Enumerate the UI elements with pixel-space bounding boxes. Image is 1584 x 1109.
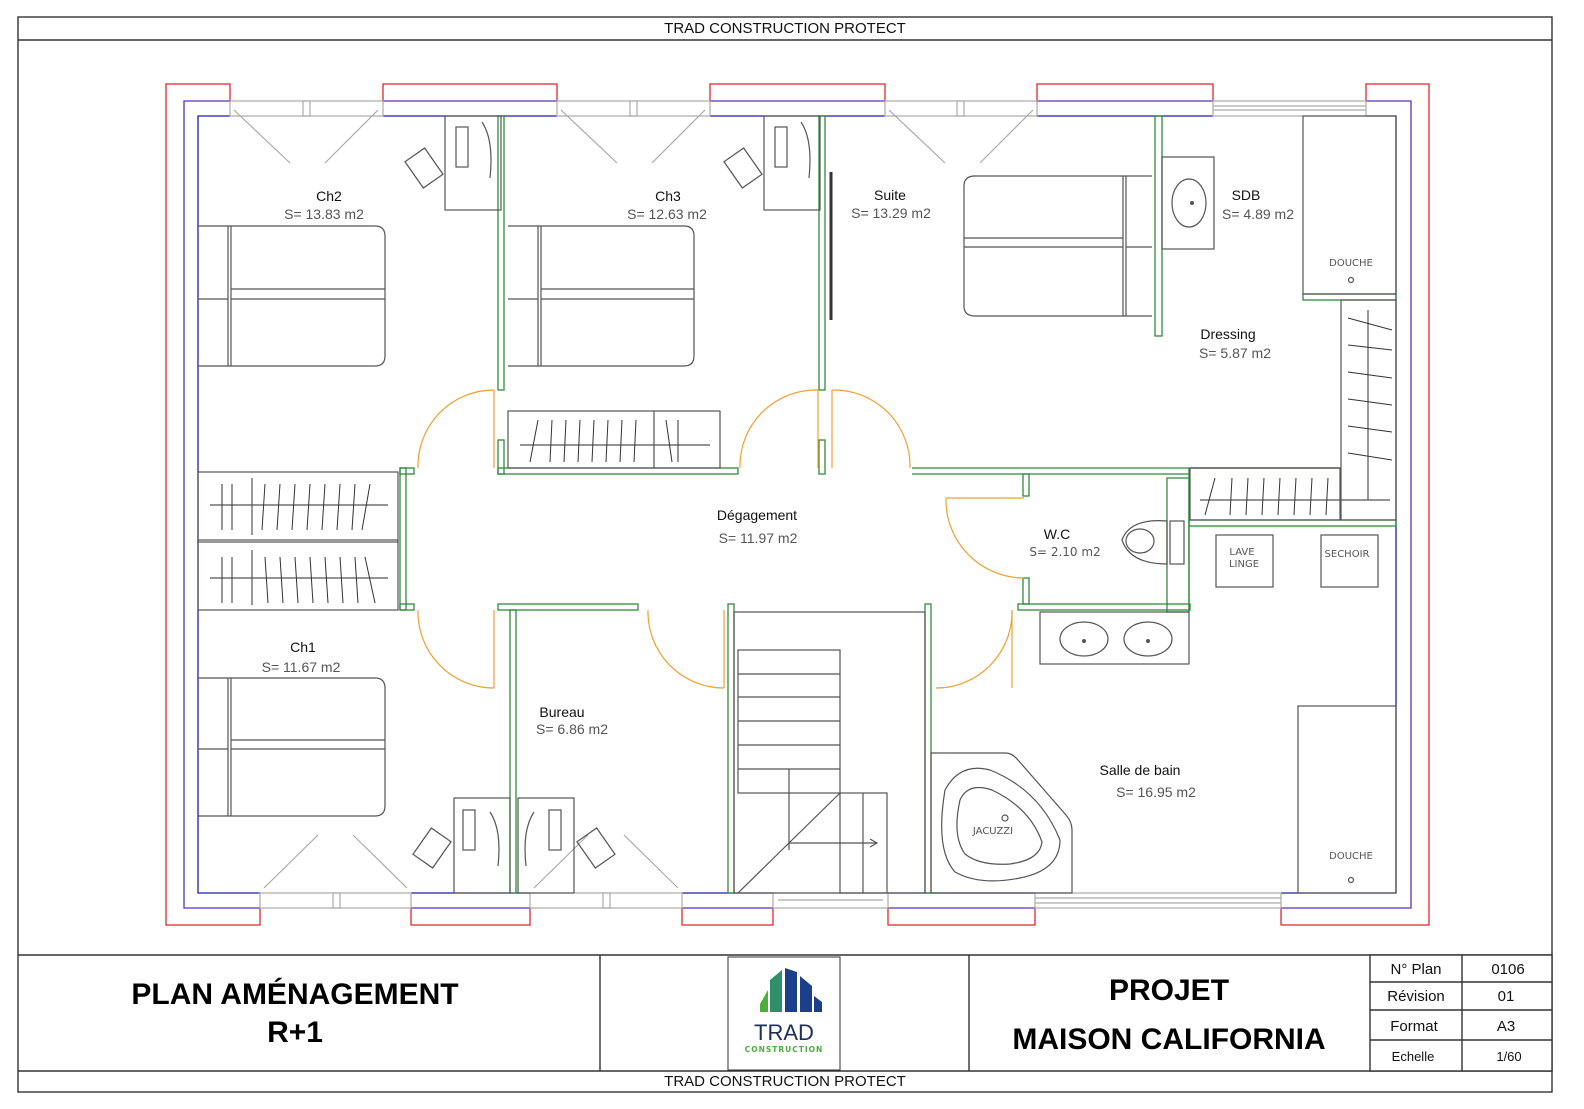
room-name: Ch2	[316, 188, 342, 204]
door-ch1	[417, 609, 495, 689]
toilet	[1121, 520, 1185, 565]
room-area: S= 13.83 m2	[284, 206, 364, 222]
room-name: Ch3	[655, 188, 681, 204]
room-area: S= 11.67 m2	[262, 659, 341, 675]
room-name: Ch1	[290, 639, 316, 655]
room-area: S= 13.29 m2	[851, 205, 931, 221]
exterior-walls	[165, 83, 1430, 926]
window-ch3	[556, 100, 711, 164]
info-value: 0106	[1491, 961, 1524, 978]
window-sdb-sliding	[1212, 100, 1367, 117]
sink-sdb	[1161, 156, 1215, 250]
staircase	[733, 611, 926, 894]
fixture-label: DOUCHE	[1329, 851, 1373, 862]
info-value: 01	[1498, 988, 1515, 1005]
room-area: S= 11.97 m2	[719, 530, 798, 546]
room-name: Bureau	[539, 704, 584, 720]
door-bureau	[647, 609, 725, 689]
room-name: Dressing	[1200, 326, 1255, 342]
door-ch2	[417, 389, 495, 469]
project-name: MAISON CALIFORNIA	[1012, 1023, 1325, 1056]
window-bureau	[529, 834, 683, 909]
plan-title: PLAN AMÉNAGEMENT	[131, 977, 458, 1011]
info-value: A3	[1497, 1018, 1515, 1035]
sheet-border	[17, 16, 1553, 1093]
company-logo: TRAD CONSTRUCTION	[745, 968, 824, 1054]
desk-ch2	[404, 115, 502, 211]
fixture-label: DOUCHE	[1329, 258, 1373, 269]
jacuzzi-tub	[930, 752, 1073, 894]
info-label: Echelle	[1392, 1049, 1435, 1064]
header-banner: TRAD CONSTRUCTION PROTECT	[664, 20, 906, 37]
info-value: 1/60	[1496, 1049, 1521, 1064]
desk-bureau-right	[517, 797, 616, 894]
fixture-label: LAVE	[1229, 547, 1254, 558]
room-name: Suite	[874, 187, 906, 203]
room-name: Salle de bain	[1100, 762, 1181, 778]
closet-left	[197, 471, 399, 611]
window-bathroom-sliding	[1034, 892, 1282, 909]
shower-top	[1302, 115, 1397, 295]
footer-banner: TRAD CONSTRUCTION PROTECT	[664, 1073, 906, 1090]
plan-level: R+1	[267, 1016, 323, 1049]
bed-ch1	[198, 677, 386, 817]
door-bathroom	[935, 609, 1013, 689]
doors	[417, 389, 1025, 689]
closet-ch3	[507, 410, 721, 469]
room-labels: Ch2 S= 13.83 m2 Ch3 S= 12.63 m2 Suite S=…	[262, 187, 1373, 862]
info-label: Révision	[1387, 988, 1445, 1005]
room-area: S= 12.63 m2	[627, 206, 707, 222]
bed-ch3	[508, 225, 695, 367]
dryer	[1320, 534, 1379, 588]
window-stair	[772, 892, 889, 909]
shower-bottom	[1297, 705, 1397, 894]
window-suite	[884, 100, 1038, 164]
fixture-label: LINGE	[1229, 559, 1259, 570]
desk-bureau-left	[412, 797, 511, 894]
logo-subtitle: CONSTRUCTION	[745, 1045, 824, 1054]
room-area: S= 16.95 m2	[1116, 784, 1196, 800]
room-area: S= 4.89 m2	[1222, 206, 1294, 222]
insulation-layer	[183, 100, 1412, 909]
title-block: PLAN AMÉNAGEMENT R+1 TRAD CONSTRUCTION P…	[18, 954, 1553, 1072]
closet-hangers	[221, 317, 1393, 604]
closet-dressing	[1189, 299, 1397, 521]
double-vanity	[1039, 611, 1190, 665]
room-name: W.C	[1044, 526, 1070, 542]
room-name: Dégagement	[717, 507, 797, 523]
furniture	[197, 115, 1397, 894]
room-area: S= 2.10 m2	[1029, 545, 1100, 559]
project-label: PROJET	[1109, 974, 1229, 1007]
window-ch2	[229, 100, 384, 164]
room-area: S= 6.86 m2	[536, 721, 608, 737]
door-suite	[831, 389, 911, 469]
window-ch1	[259, 834, 412, 909]
door-wc	[945, 497, 1025, 579]
desk-ch3	[723, 115, 821, 211]
bed-suite	[963, 175, 1152, 317]
info-label: N° Plan	[1390, 961, 1441, 978]
info-label: Format	[1390, 1018, 1438, 1035]
room-area: S= 5.87 m2	[1199, 345, 1271, 361]
door-ch3	[739, 389, 819, 469]
bed-ch2	[198, 225, 386, 367]
fixture-label: JACUZZI	[972, 826, 1013, 837]
logo-name: TRAD	[754, 1020, 814, 1045]
washing-machine	[1215, 534, 1274, 588]
room-name: SDB	[1232, 187, 1261, 203]
fixture-label: SECHOIR	[1325, 549, 1370, 560]
